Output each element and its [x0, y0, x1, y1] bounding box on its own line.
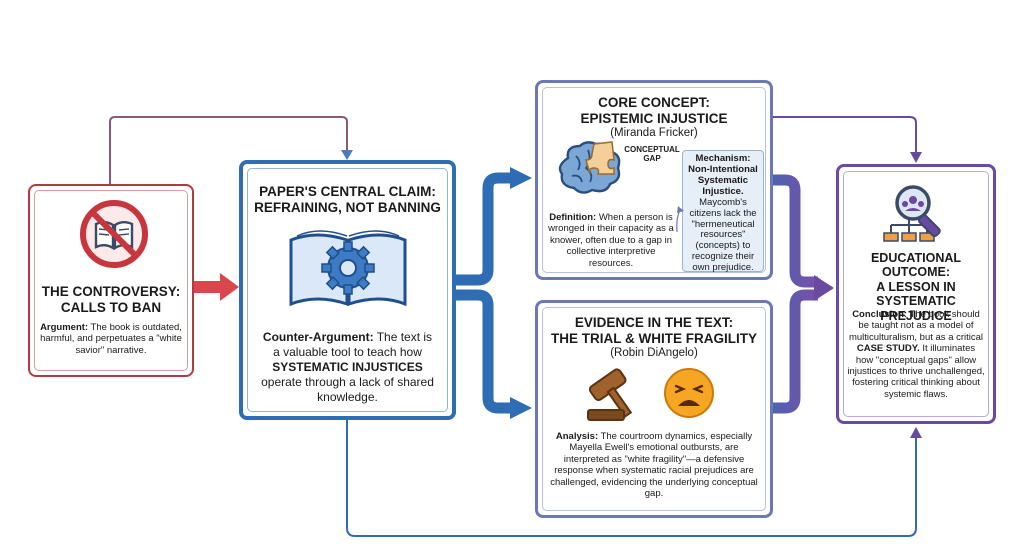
controversy-card: THE CONTROVERSY: CALLS TO BAN Argument: … — [28, 184, 194, 377]
no-book-icon — [80, 200, 148, 268]
loop-line-bottom — [346, 420, 917, 537]
branch-arrowhead-up — [510, 167, 532, 189]
magnifier-network-icon — [883, 185, 941, 242]
brain-puzzle-icon — [558, 141, 621, 194]
red-arrowhead — [220, 273, 239, 301]
distressed-face-icon — [664, 368, 714, 418]
evidence-analysis: Analysis: The courtroom dynamics, especi… — [550, 431, 758, 499]
merge-arrow-top — [773, 174, 818, 288]
concept-outcome-line — [773, 116, 917, 154]
concept-definition: Definition: When a person is wronged in … — [548, 212, 674, 269]
loop-arrowhead-top — [341, 150, 353, 160]
book-gear-icon — [289, 230, 407, 307]
concept-title: CORE CONCEPT: EPISTEMIC INJUSTICE — [580, 95, 728, 126]
central-claim-card: PAPER'S CENTRAL CLAIM: REFRAINING, NOT B… — [239, 160, 456, 420]
central-title: PAPER'S CENTRAL CLAIM: REFRAINING, NOT B… — [254, 184, 441, 215]
branch-arrow-down — [456, 289, 512, 414]
conceptual-gap-label: CONCEPTUAL GAP — [624, 145, 680, 163]
controversy-argument: Argument: The book is outdated, harmful,… — [40, 322, 182, 356]
mechanism-panel: Mechanism: Non-Intentional Systematic In… — [682, 150, 764, 273]
outcome-title: EDUCATIONAL OUTCOME: A LESSON IN SYSTEMA… — [870, 251, 962, 323]
outcome-conclusion: Conclusion: The book should be taught no… — [847, 309, 985, 400]
loop-arrowhead-bottom — [910, 427, 922, 438]
branch-arrow-up — [456, 172, 512, 286]
loop-arrow-top — [109, 116, 348, 184]
gavel-icon — [587, 368, 633, 421]
merge-arrowhead — [814, 275, 834, 301]
concept-author: (Miranda Fricker) — [610, 127, 698, 139]
concept-outcome-arrowhead — [910, 152, 922, 163]
central-counter-argument: Counter-Argument: The text is a valuable… — [261, 330, 434, 404]
branch-arrowhead-down — [510, 397, 532, 419]
evidence-card: EVIDENCE IN THE TEXT: THE TRIAL & WHITE … — [535, 300, 773, 518]
controversy-title: THE CONTROVERSY: CALLS TO BAN — [41, 284, 181, 315]
evidence-author: (Robin DiAngelo) — [610, 347, 698, 359]
red-arrow-shaft — [194, 281, 222, 293]
merge-arrow-bottom — [773, 289, 818, 414]
outcome-card: EDUCATIONAL OUTCOME: A LESSON IN SYSTEMA… — [836, 164, 996, 424]
evidence-title: EVIDENCE IN THE TEXT: THE TRIAL & WHITE … — [551, 315, 757, 346]
